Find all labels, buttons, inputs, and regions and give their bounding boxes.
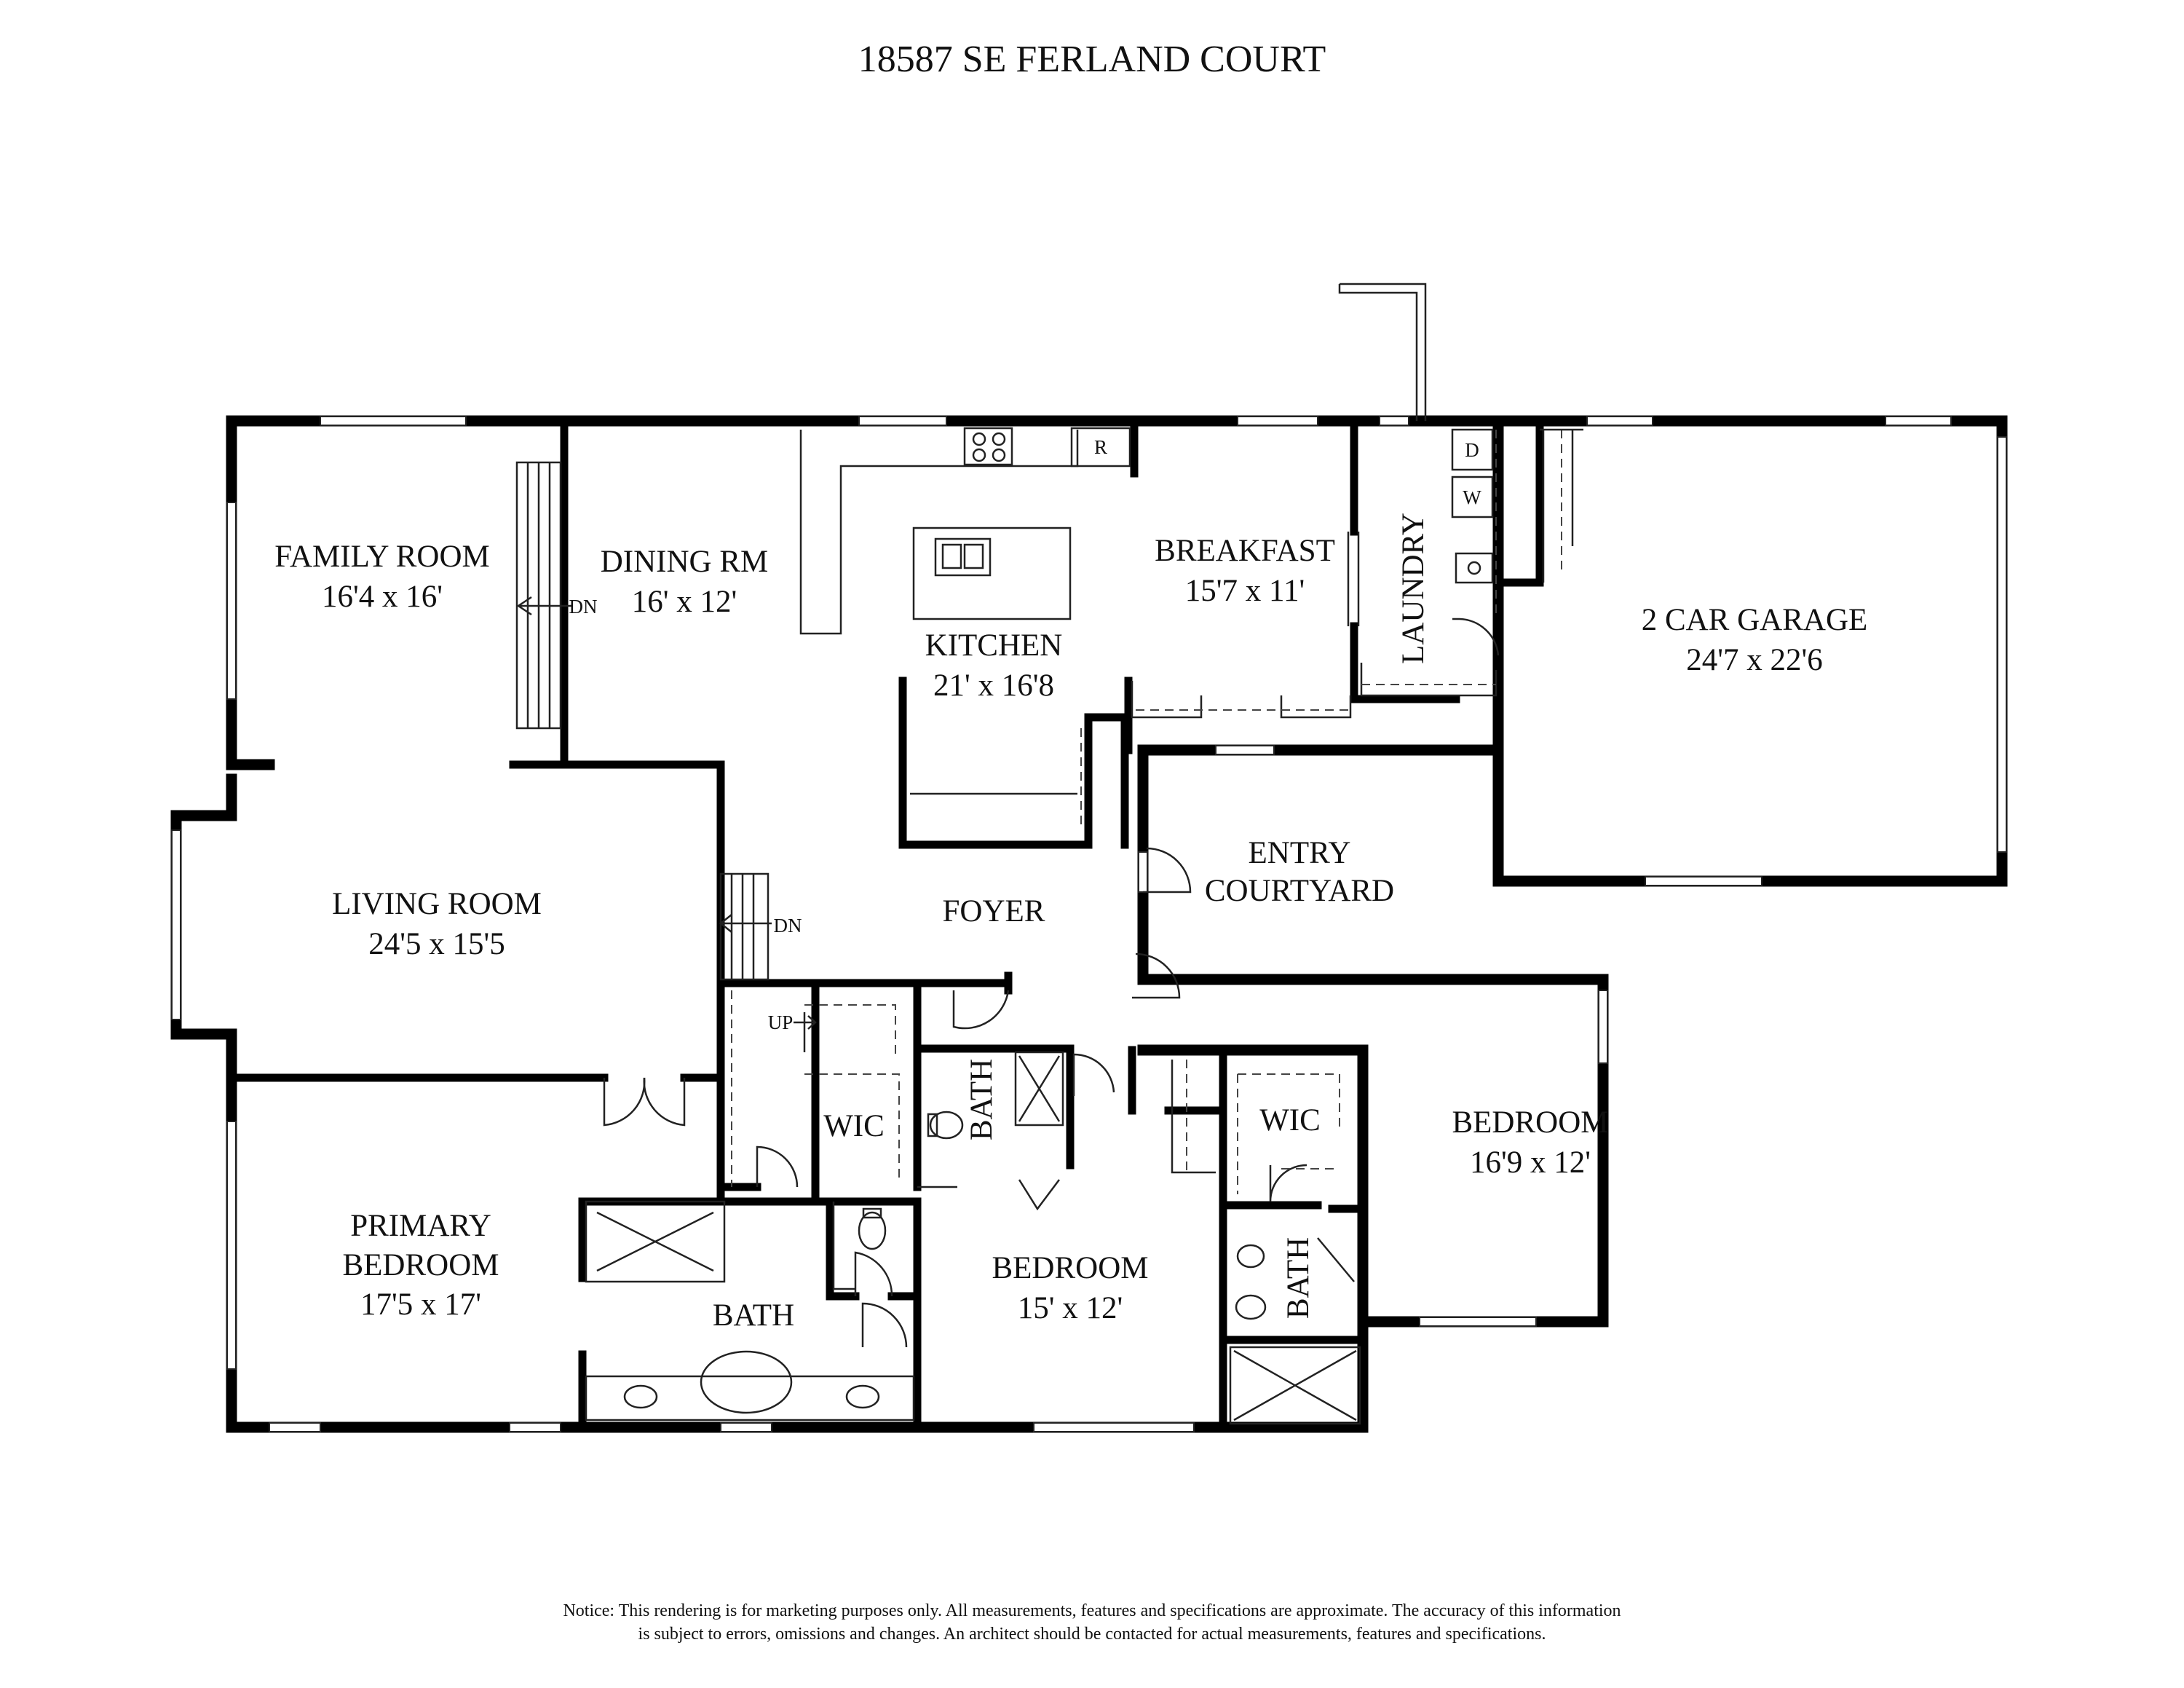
- dryer-marker: D: [1465, 439, 1479, 461]
- dn-living-marker: DN: [774, 915, 802, 936]
- garage-name: 2 CAR GARAGE: [1642, 603, 1868, 637]
- foyer-name: FOYER: [943, 894, 1045, 928]
- wic-shelves: [731, 990, 900, 1187]
- bedroom3-fixtures: [1229, 1073, 1361, 1425]
- bedroom2-dims: 15' x 12': [1018, 1291, 1123, 1325]
- breakfast-dims: 15'7 x 11': [1185, 574, 1305, 608]
- dining-dims: 16' x 12': [632, 585, 737, 619]
- breakfast-door: [1347, 532, 1360, 626]
- living-room-name: LIVING ROOM: [332, 887, 542, 921]
- kitchen-counters: [799, 427, 1497, 830]
- bedroom3-wic-name: WIC: [1259, 1103, 1321, 1137]
- entry-courtyard-line2: COURTYARD: [1205, 874, 1394, 908]
- primary-bedroom-line1: PRIMARY: [350, 1209, 491, 1243]
- laundry-appliances: [1451, 428, 1500, 656]
- roof-line: [1340, 283, 1427, 421]
- bedroom2-name: BEDROOM: [992, 1251, 1148, 1285]
- washer-marker: W: [1463, 486, 1481, 508]
- garage-shelf: [1540, 428, 1583, 583]
- bedroom3-name: BEDROOM: [1452, 1105, 1608, 1140]
- bedroom3-bath-name: BATH: [1281, 1237, 1315, 1319]
- laundry-name: LAUNDRY: [1396, 513, 1431, 664]
- primary-wic-name: WIC: [823, 1109, 885, 1143]
- door-swings: [603, 847, 1355, 1348]
- primary-bath-name: BATH: [713, 1298, 794, 1333]
- living-room-dims: 24'5 x 15'5: [368, 927, 505, 961]
- breakfast-name: BREAKFAST: [1155, 534, 1335, 568]
- up-stair-marker: UP: [768, 1011, 794, 1033]
- family-room-dims: 16'4 x 16': [322, 580, 443, 614]
- hall-bath-fixtures: [927, 1051, 1064, 1140]
- primary-bedroom-dims: 17'5 x 17': [360, 1287, 481, 1322]
- hall-bath-name: BATH: [965, 1059, 999, 1140]
- notice-line2: is subject to errors, omissions and chan…: [638, 1625, 1546, 1644]
- dn-family-marker: DN: [569, 596, 598, 618]
- notice-line1: Notice: This rendering is for marketing …: [563, 1601, 1621, 1620]
- plan-title: 18587 SE FERLAND COURT: [858, 39, 1326, 80]
- entry-courtyard-line1: ENTRY: [1249, 836, 1351, 870]
- stairs-living: [719, 872, 772, 981]
- notice: Notice: This rendering is for marketing …: [0, 1599, 2184, 1646]
- garage-dims: 24'7 x 22'6: [1686, 643, 1823, 677]
- family-room-name: FAMILY ROOM: [274, 540, 490, 574]
- interior-walls: [227, 417, 1544, 1432]
- windows: [171, 416, 2007, 1432]
- primary-bedroom-line2: BEDROOM: [342, 1248, 499, 1282]
- room-labels: FAMILY ROOM 16'4 x 16' DINING RM 16' x 1…: [274, 513, 1867, 1333]
- kitchen-dims: 21' x 16'8: [933, 669, 1054, 703]
- dining-name: DINING RM: [601, 545, 769, 579]
- markers: DN DN UP R D W: [569, 436, 1482, 1033]
- refrigerator-marker: R: [1094, 436, 1107, 458]
- stairs-family: [515, 461, 571, 730]
- bedroom3-dims: 16'9 x 12': [1470, 1145, 1591, 1180]
- primary-bath-fixtures: [585, 1200, 915, 1421]
- kitchen-name: KITCHEN: [925, 628, 1063, 663]
